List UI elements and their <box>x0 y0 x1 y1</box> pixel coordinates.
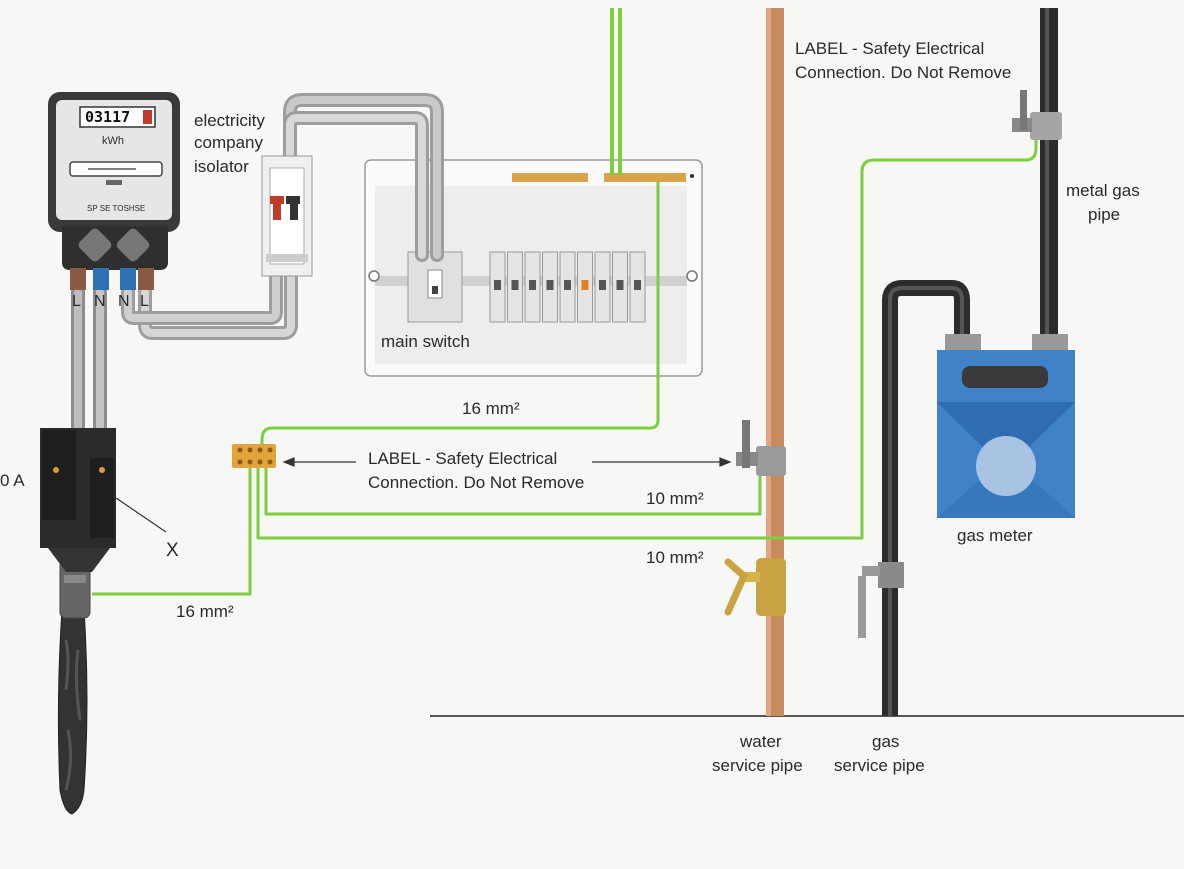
main-earthing-terminal <box>232 444 276 468</box>
terminal-n-in <box>120 268 136 290</box>
consumer-unit <box>364 159 703 377</box>
mcb-toggle <box>546 280 554 290</box>
gas-service-pipe-label-line1: gas <box>872 732 899 751</box>
meter-reading: 03117 <box>85 108 130 126</box>
terminal-label: N <box>118 293 130 310</box>
neutral-bar <box>512 173 588 182</box>
service-cable <box>48 548 110 815</box>
isolator-label-line1: electricity <box>194 111 265 130</box>
earth-bar <box>604 173 686 182</box>
mcb-row <box>489 251 646 323</box>
water-service-pipe-label-line1: water <box>739 732 782 751</box>
main-switch <box>407 251 463 323</box>
main-switch-label: main switch <box>381 332 470 351</box>
gas-pipe-label-line1: LABEL - Safety Electrical <box>795 39 984 58</box>
electricity-meter: 03117 kWh SP SE TOSHSE L N N L <box>48 92 180 310</box>
cable-size-16-bottom: 16 mm² <box>176 602 234 621</box>
cable-size-10-gas: 10 mm² <box>646 548 704 567</box>
metal-gas-pipe-label-line2: pipe <box>1088 205 1120 224</box>
mcb-toggle <box>599 280 606 290</box>
mcb-toggle <box>511 280 519 290</box>
mcb-toggle <box>494 280 501 290</box>
earth-bonding-wires <box>92 8 1038 596</box>
metal-gas-pipe-label-line1: metal gas <box>1066 181 1140 200</box>
gas-valve <box>858 562 904 638</box>
terminal-n-out <box>93 268 109 290</box>
gas-meter <box>937 334 1075 518</box>
gas-pipe-label-line2: Connection. Do Not Remove <box>795 63 1011 82</box>
mcb-toggle <box>581 280 589 290</box>
gas-meter-label: gas meter <box>957 526 1033 545</box>
mcb-toggle <box>529 280 536 290</box>
service-cut-out <box>40 428 116 548</box>
terminal-l-in <box>138 268 154 290</box>
mcb-toggle <box>634 280 641 290</box>
isolator-label-line3: isolator <box>194 157 249 176</box>
terminal-label: L <box>140 293 149 310</box>
terminal-l-out <box>70 268 86 290</box>
gas-service-pipe-label-line2: service pipe <box>834 756 925 775</box>
water-earth-clamp <box>736 420 786 476</box>
label-arrows <box>282 457 732 467</box>
water-service-pipe-label-line2: service pipe <box>712 756 803 775</box>
fuse-rating-label: 0 A <box>0 471 25 490</box>
meter-unit: kWh <box>102 135 124 147</box>
x-pointer <box>115 497 167 533</box>
stop-tap <box>724 558 786 616</box>
isolator-label-line2: company <box>194 133 263 152</box>
mcb-toggle <box>564 280 571 290</box>
terminal-label: N <box>94 293 106 310</box>
gas-earth-clamp <box>1012 90 1062 140</box>
terminal-label: L <box>72 293 81 310</box>
mcb-toggle <box>616 280 624 290</box>
x-marker: X <box>166 540 179 561</box>
electricity-isolator <box>261 155 313 277</box>
cable-size-10-water: 10 mm² <box>646 489 704 508</box>
center-label-line2: Connection. Do Not Remove <box>368 473 584 492</box>
cable-size-16-top: 16 mm² <box>462 399 520 418</box>
meter-serial: SP SE TOSHSE <box>87 204 145 213</box>
center-label-line1: LABEL - Safety Electrical <box>368 449 557 468</box>
